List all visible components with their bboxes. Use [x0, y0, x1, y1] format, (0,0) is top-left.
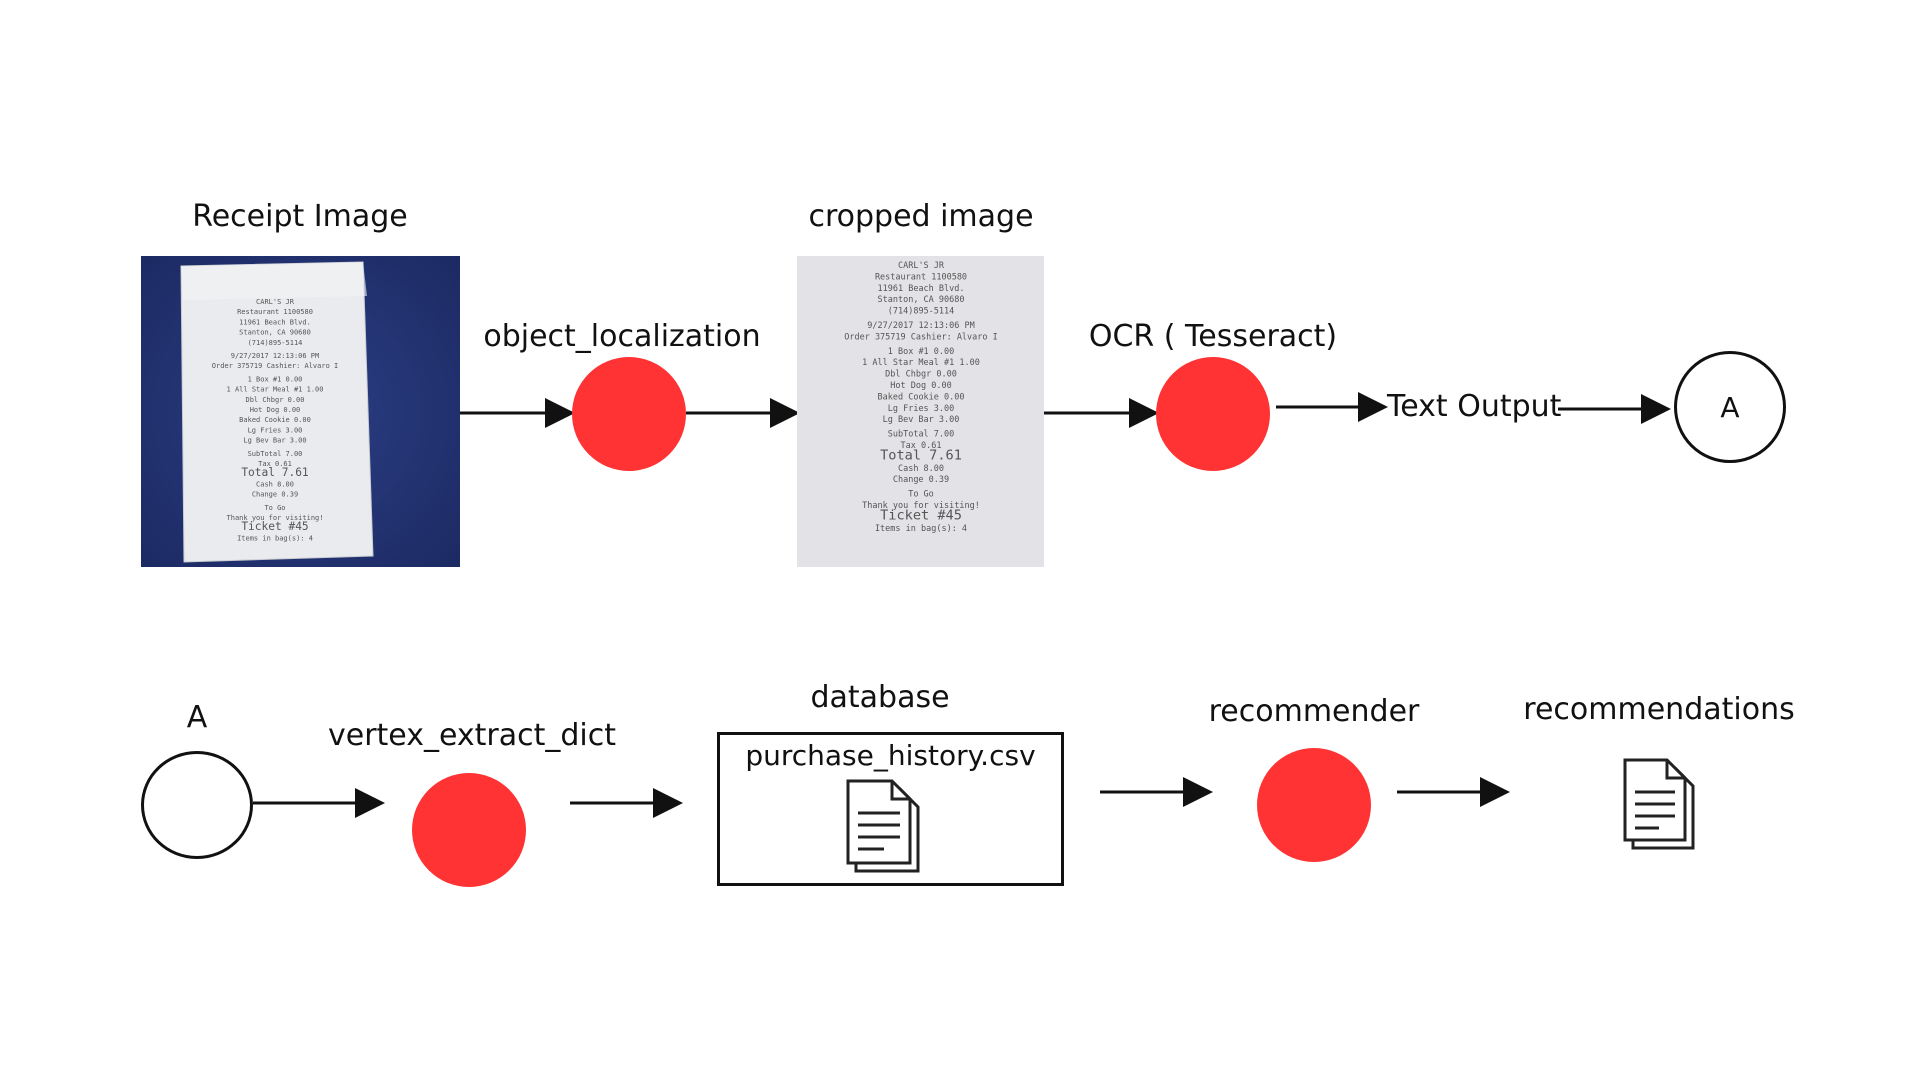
- receipt-line: 11961 Beach Blvd.: [239, 318, 311, 326]
- receipt-line: CARL'S JR: [256, 298, 295, 306]
- receipt-line: Total 7.61: [880, 447, 962, 463]
- receipt-line: Total 7.61: [241, 466, 308, 479]
- receipt-line: Baked Cookie 0.00: [239, 416, 311, 424]
- receipt-line: Order 375719 Cashier: Alvaro I: [212, 362, 338, 370]
- document-icon: [846, 779, 920, 873]
- recommender-label: recommender: [1208, 694, 1420, 729]
- receipt-line: 1 Box #1 0.00: [888, 347, 955, 357]
- database-file-name: purchase_history.csv: [745, 739, 1036, 772]
- receipt-line: Thank you for visiting!: [227, 514, 324, 522]
- receipt-text: CARL'S JR Restaurant 1100580 11961 Beach B…: [212, 298, 338, 542]
- vertex-extract-dict-node: [412, 773, 526, 887]
- receipt-line: Lg Fries 3.00: [888, 404, 955, 414]
- receipt-line: 9/27/2017 12:13:06 PM: [231, 352, 320, 360]
- connector-a-top-label: A: [1720, 390, 1740, 424]
- receipt-line: SubTotal 7.00: [248, 450, 303, 458]
- receipt-line: Order 375719 Cashier: Alvaro I: [844, 332, 998, 342]
- receipt-line: Lg Bev Bar 3.00: [883, 415, 960, 425]
- recommender-node: [1257, 748, 1371, 862]
- receipt-line: Stanton, CA 90680: [239, 329, 311, 337]
- cropped-image-label: cropped image: [808, 199, 1034, 234]
- receipt-line: Hot Dog 0.00: [890, 381, 951, 391]
- receipt-line: Lg Fries 3.00: [248, 426, 303, 434]
- receipt-line: Thank you for visiting!: [862, 501, 980, 511]
- receipt-line: To Go: [264, 504, 285, 512]
- receipt-line: To Go: [908, 490, 934, 500]
- text-output-label: Text Output: [1387, 389, 1562, 424]
- receipt-image: CARL'S JR Restaurant 1100580 11961 Beach B…: [141, 256, 460, 567]
- receipt-line: 11961 Beach Blvd.: [878, 284, 965, 294]
- receipt-line: (714)895-5114: [248, 339, 303, 347]
- recommendations-label: recommendations: [1523, 692, 1795, 727]
- receipt-line: Tax 0.61: [901, 441, 942, 451]
- receipt-line: Cash 8.00: [898, 464, 944, 474]
- connector-a-bottom-label: A: [186, 700, 208, 735]
- document-icon: [1623, 758, 1695, 850]
- vertex-extract-dict-label: vertex_extract_dict: [327, 718, 617, 753]
- connector-a-bottom: [141, 751, 253, 859]
- receipt-line: SubTotal 7.00: [888, 430, 955, 440]
- receipt-line: Baked Cookie 0.00: [878, 392, 965, 402]
- receipt-line: Items in bag(s): 4: [875, 524, 967, 534]
- receipt-line: CARL'S JR: [898, 261, 945, 271]
- receipt-line: Tax 0.61: [258, 460, 292, 468]
- object-localization-label: object_localization: [483, 319, 761, 354]
- receipt-line: Restaurant 1100580: [875, 272, 967, 282]
- connector-a-top: A: [1674, 351, 1786, 463]
- receipt-line: Restaurant 1100580: [237, 308, 313, 316]
- receipt-line: Dbl Chbgr 0.00: [245, 396, 304, 404]
- receipt-line: Dbl Chbgr 0.00: [885, 370, 957, 380]
- ocr-label: OCR ( Tesseract): [1088, 319, 1338, 354]
- receipt-line: Cash 8.00: [256, 480, 294, 488]
- receipt-line: Change 0.39: [893, 475, 949, 485]
- receipt-line: Stanton, CA 90680: [878, 295, 965, 305]
- receipt-line: (714)895-5114: [888, 307, 955, 317]
- receipt-line: 9/27/2017 12:13:06 PM: [867, 321, 974, 331]
- receipt-line: Change 0.39: [252, 491, 298, 499]
- database-box: purchase_history.csv: [717, 732, 1064, 886]
- receipt-line: Hot Dog 0.00: [250, 406, 301, 414]
- receipt-line: Ticket #45: [241, 520, 308, 533]
- ocr-node: [1156, 357, 1270, 471]
- receipt-line: 1 All Star Meal #1 1.00: [862, 358, 980, 368]
- receipt-line: Items in bag(s): 4: [237, 534, 313, 542]
- receipt-line: Lg Bev Bar 3.00: [243, 437, 306, 445]
- receipt-line: 1 Box #1 0.00: [248, 375, 303, 383]
- object-localization-node: [572, 357, 686, 471]
- receipt-line: 1 All Star Meal #1 1.00: [227, 386, 324, 394]
- receipt-line: Ticket #45: [880, 507, 962, 523]
- database-label: database: [810, 680, 950, 715]
- receipt-image-label: Receipt Image: [192, 199, 408, 234]
